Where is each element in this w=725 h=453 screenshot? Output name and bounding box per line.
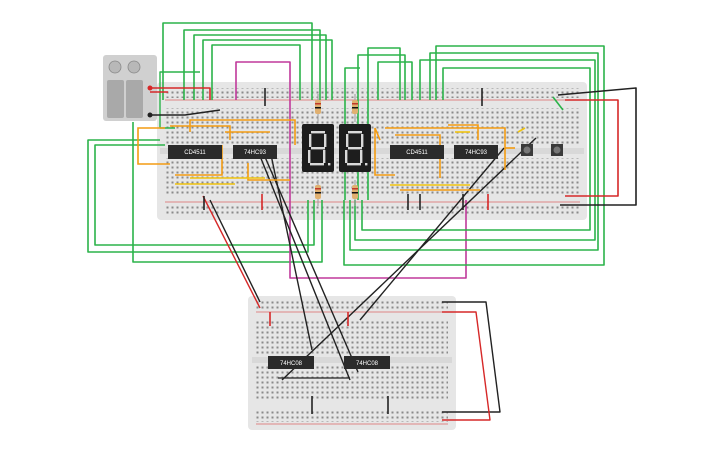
chip-label: 74HC08 [356, 361, 379, 367]
wire-green [193, 34, 327, 100]
chip-label: 74HC93 [244, 150, 267, 156]
wire-green [354, 59, 596, 241]
wire-green [343, 45, 605, 266]
top-breadboard [157, 82, 587, 220]
seven-segment-display-icon [302, 124, 334, 172]
yellow-wires [175, 127, 526, 186]
wire-green [87, 139, 309, 253]
chip-top-right-decoder: CD4511 [390, 145, 444, 159]
orange-wires [137, 119, 515, 191]
wire-green [552, 96, 564, 111]
seven-segment-display-icon [339, 124, 371, 172]
wire-black [557, 87, 637, 206]
chip-top-left-counter: 74HC93 [233, 145, 277, 159]
wire-green [202, 39, 333, 100]
wire-red [565, 99, 619, 197]
bottom-breadboard [248, 296, 456, 430]
resistor-icon [315, 180, 321, 206]
chip-label: 74HC93 [465, 150, 488, 156]
wire-black [209, 199, 261, 303]
wire-red [202, 195, 261, 309]
chip-bottom-right-gate: 74HC08 [344, 356, 390, 369]
wire-black [255, 145, 351, 381]
wire-black [150, 109, 221, 116]
wire-green [377, 61, 413, 100]
wire-green [361, 67, 591, 231]
short-jumpers [203, 88, 489, 414]
wire-green [211, 44, 301, 100]
wire-green [132, 122, 323, 263]
wire-black [442, 301, 501, 413]
pushbutton-icon[interactable] [551, 144, 563, 156]
wire-black [269, 149, 313, 351]
chip-label: CD4511 [184, 150, 206, 156]
wire-green [183, 29, 321, 100]
wire-red [442, 311, 491, 421]
battery-terminal-left [108, 60, 122, 74]
wire-green [159, 71, 200, 129]
chip-top-right-counter: 74HC93 [454, 145, 498, 159]
chip-label: CD4511 [406, 150, 428, 156]
resistor-icon [352, 94, 358, 122]
battery-icon [107, 80, 124, 118]
wire-green [162, 22, 313, 100]
pushbutton-icon[interactable] [521, 144, 533, 156]
battery-pack [103, 55, 157, 121]
resistors [315, 94, 358, 206]
chip-top-left-decoder: CD4511 [168, 145, 222, 159]
wire-green [94, 144, 315, 246]
wire-black [359, 147, 505, 321]
chip-bottom-left-gate: 74HC08 [268, 356, 314, 369]
resistor-icon [352, 180, 358, 206]
wire-red [150, 87, 211, 100]
wire-black [281, 137, 537, 381]
resistor-icon [315, 94, 321, 122]
chip-label: 74HC08 [280, 361, 303, 367]
battery-terminal-right [127, 60, 141, 74]
wire-green [349, 52, 599, 251]
